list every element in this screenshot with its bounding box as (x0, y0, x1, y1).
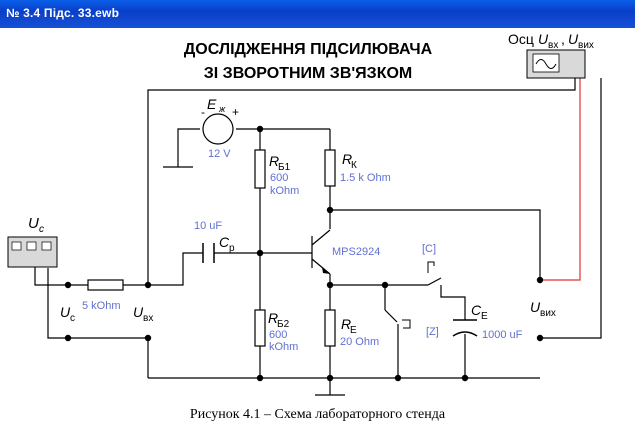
node-uin-sub: вх (143, 313, 153, 324)
battery-label: E (207, 96, 217, 112)
oscilloscope-wave-icon (535, 59, 557, 69)
battery-plus: + (232, 105, 239, 119)
rk-label-sub: К (351, 160, 357, 171)
rk-resistor[interactable] (324, 149, 336, 187)
transistor-arrow-icon (322, 267, 330, 274)
window-title: № 3.4 Підс. 33.ewb (6, 6, 120, 20)
node-uout: U (530, 299, 541, 315)
junction-dots (64, 125, 544, 382)
osc-u-in-sub: вх (548, 40, 558, 51)
battery-value: 12 V (208, 148, 231, 160)
re-label: R (341, 316, 351, 332)
heading-line1: ДОСЛІДЖЕННЯ ПІДСИЛЮВАЧА (184, 41, 433, 58)
oscilloscope-screen (532, 53, 560, 73)
window-title-bar[interactable]: № 3.4 Підс. 33.ewb (0, 0, 635, 28)
square-icon (41, 241, 52, 251)
rb1-label-sub: Б1 (278, 162, 291, 173)
ce-plate-bottom (452, 331, 478, 337)
osc-u-out: U (568, 31, 579, 47)
triangle-icon (26, 241, 37, 251)
transistor-model: MPS2924 (332, 246, 380, 258)
figure-caption: Рисунок 4.1 – Схема лабораторного стенда (189, 407, 446, 422)
probe-wire (540, 78, 581, 281)
rs-value: 5 kOhm (82, 300, 121, 312)
cp-label: C (219, 234, 230, 250)
rk-value: 1.5 k Ohm (340, 172, 391, 184)
switch-c-key-icon[interactable] (427, 261, 435, 273)
ce-value: 1000 uF (482, 329, 523, 341)
source-label-sub: c (39, 224, 44, 235)
rb2-label-sub: Б2 (277, 319, 290, 330)
rb2-value1: 600 (269, 329, 287, 341)
switch-z-key: [Z] (426, 326, 439, 338)
battery-symbol[interactable] (202, 113, 234, 145)
battery-label-sub: ж (218, 104, 226, 114)
switch-z-key-icon[interactable] (402, 319, 411, 329)
sine-icon (11, 241, 22, 251)
rb1-label: R (269, 153, 279, 169)
rb1-value2: kOhm (270, 185, 299, 197)
heading-line2: ЗІ ЗВОРОТНИМ ЗВ'ЯЗКОМ (204, 65, 413, 82)
cp-label-sub: р (229, 243, 235, 254)
rb2-value2: kOhm (269, 341, 298, 353)
battery-minus: - (201, 105, 205, 119)
re-resistor[interactable] (324, 309, 336, 347)
circuit-wires (34, 78, 602, 396)
node-uin: U (133, 304, 144, 320)
cp-value: 10 uF (194, 220, 222, 232)
signal-generator[interactable] (7, 236, 58, 268)
osc-u-in: U (538, 31, 549, 47)
node-uc: U (60, 304, 71, 320)
rb1-resistor[interactable] (254, 149, 266, 189)
rb1-value1: 600 (270, 172, 288, 184)
osc-sep: , (561, 31, 565, 47)
ce-label: C (471, 302, 482, 318)
node-uc-sub: c (70, 313, 75, 324)
rs-resistor[interactable] (87, 279, 124, 291)
re-value: 20 Ohm (340, 336, 379, 348)
rk-label: R (342, 151, 352, 167)
ce-label-sub: Е (481, 311, 488, 322)
source-label: U (28, 215, 39, 232)
schematic-canvas[interactable]: ДОСЛІДЖЕННЯ ПІДСИЛЮВАЧА ЗІ ЗВОРОТНИМ ЗВ'… (0, 28, 635, 400)
switch-c-key: [C] (422, 243, 436, 255)
node-uout-sub: вих (540, 308, 556, 319)
rb2-resistor[interactable] (254, 309, 266, 347)
osc-u-out-sub: вих (578, 40, 594, 51)
re-label-sub: Е (350, 325, 357, 336)
rb2-label: R (268, 310, 278, 326)
osc-label-prefix: Осц (508, 31, 534, 47)
